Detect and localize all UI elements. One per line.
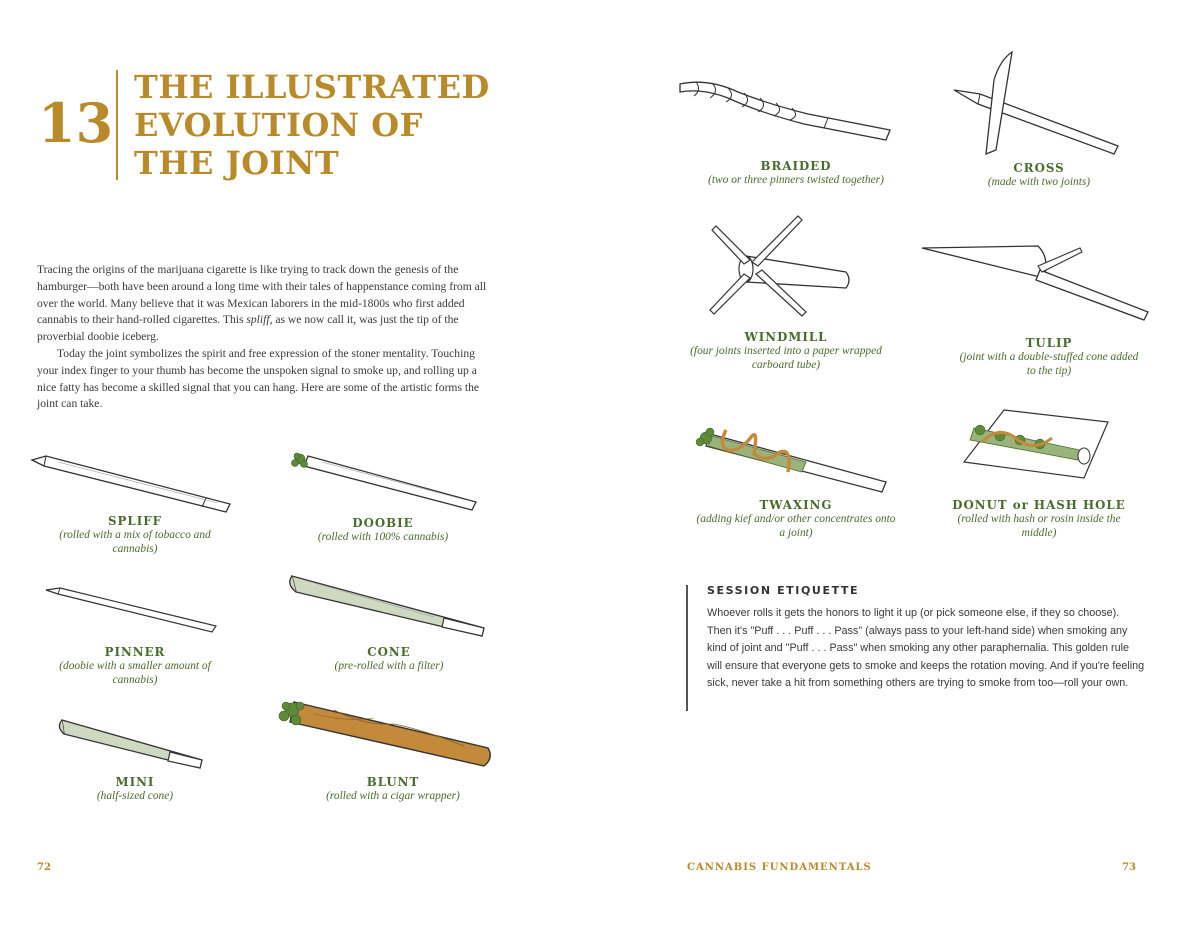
tulip-caption: TULIP (joint with a double-stuffed cone … <box>954 336 1144 378</box>
doobie-illustration <box>286 448 486 518</box>
tulip-name: TULIP <box>1025 336 1073 350</box>
pinner-caption: PINNER (doobie with a smaller amount of … <box>40 645 230 687</box>
blunt-illustration <box>274 696 494 772</box>
donut-caption: DONUT or HASH HOLE (rolled with hash or … <box>944 498 1134 540</box>
cross-caption: CROSS (made with two joints) <box>954 161 1124 190</box>
session-heading: SESSION ETIQUETTE <box>707 584 860 597</box>
cross-name: CROSS <box>1013 161 1065 175</box>
twaxing-illustration <box>696 424 892 496</box>
page-number-right: 73 <box>1122 862 1136 873</box>
donut-name: DONUT or HASH HOLE <box>952 498 1126 512</box>
chapter-divider <box>116 70 118 180</box>
right-page: BRAIDED (two or three pinners twisted to… <box>590 0 1179 943</box>
tulip-desc: (joint with a double-stuffed cone added … <box>959 351 1139 377</box>
chapter-title-line-1: THE ILLUSTRATED <box>134 68 490 106</box>
intro-text: Tracing the origins of the marijuana cig… <box>37 262 489 413</box>
doobie-caption: DOOBIE (rolled with 100% cannabis) <box>288 516 478 545</box>
cone-caption: CONE (pre-rolled with a filter) <box>294 645 484 674</box>
mini-desc: (half-sized cone) <box>96 790 174 802</box>
pinner-illustration <box>44 582 219 638</box>
left-page: 13 THE ILLUSTRATED EVOLUTION OF THE JOIN… <box>28 68 554 873</box>
intro-p1-text-a: Tracing the origins of the marijuana cig… <box>37 263 487 327</box>
windmill-caption: WINDMILL (four joints inserted into a pa… <box>686 330 886 372</box>
intro-p1-text-b: as we now call it, was just the tip of t… <box>37 313 459 344</box>
chapter-title: THE ILLUSTRATED EVOLUTION OF THE JOINT <box>134 68 554 182</box>
braided-caption: BRAIDED (two or three pinners twisted to… <box>686 159 906 188</box>
twaxing-caption: TWAXING (adding kief and/or other concen… <box>696 498 896 540</box>
tulip-illustration <box>920 242 1152 324</box>
chapter-number: 13 <box>38 91 114 155</box>
intro-p1-emphasis: spliff, <box>246 313 273 327</box>
blunt-caption: BLUNT (rolled with a cigar wrapper) <box>298 775 488 804</box>
braided-name: BRAIDED <box>760 159 832 173</box>
spliff-name: SPLIFF <box>108 514 162 528</box>
cone-desc: (pre-rolled with a filter) <box>334 660 444 672</box>
page-number-left: 72 <box>37 862 51 873</box>
session-divider <box>686 585 688 711</box>
twaxing-desc: (adding kief and/or other concentrates o… <box>696 513 896 539</box>
braided-illustration <box>678 74 893 146</box>
cone-name: CONE <box>367 645 411 659</box>
chapter-title-line-2: EVOLUTION OF <box>134 106 423 144</box>
intro-paragraph-2: Today the joint symbolizes the spirit an… <box>37 346 480 411</box>
windmill-desc: (four joints inserted into a paper wrapp… <box>690 345 882 371</box>
mini-caption: MINI (half-sized cone) <box>40 775 230 804</box>
pinner-name: PINNER <box>104 645 166 659</box>
donut-illustration <box>960 406 1110 482</box>
chapter-title-line-3: THE JOINT <box>134 144 340 182</box>
cone-illustration <box>284 572 489 642</box>
doobie-name: DOOBIE <box>352 516 414 530</box>
spliff-desc: (rolled with a mix of tobacco and cannab… <box>59 529 211 555</box>
mini-illustration <box>56 716 206 772</box>
cross-illustration <box>950 50 1122 162</box>
windmill-illustration <box>706 212 856 322</box>
intro-paragraph-1: Tracing the origins of the marijuana cig… <box>37 262 489 346</box>
blunt-name: BLUNT <box>366 775 420 789</box>
mini-name: MINI <box>115 775 155 789</box>
running-head: CANNABIS FUNDAMENTALS <box>687 862 872 873</box>
spliff-caption: SPLIFF (rolled with a mix of tobacco and… <box>40 514 230 556</box>
donut-desc: (rolled with hash or rosin inside the mi… <box>957 513 1121 539</box>
spliff-illustration <box>28 448 238 518</box>
doobie-desc: (rolled with 100% cannabis) <box>317 531 449 543</box>
blunt-desc: (rolled with a cigar wrapper) <box>326 790 460 802</box>
cross-desc: (made with two joints) <box>987 176 1091 188</box>
session-body: Whoever rolls it gets the honors to ligh… <box>707 607 1145 690</box>
pinner-desc: (doobie with a smaller amount of cannabi… <box>59 660 211 686</box>
twaxing-name: TWAXING <box>759 498 833 512</box>
windmill-name: WINDMILL <box>744 330 828 344</box>
braided-desc: (two or three pinners twisted together) <box>708 174 884 186</box>
